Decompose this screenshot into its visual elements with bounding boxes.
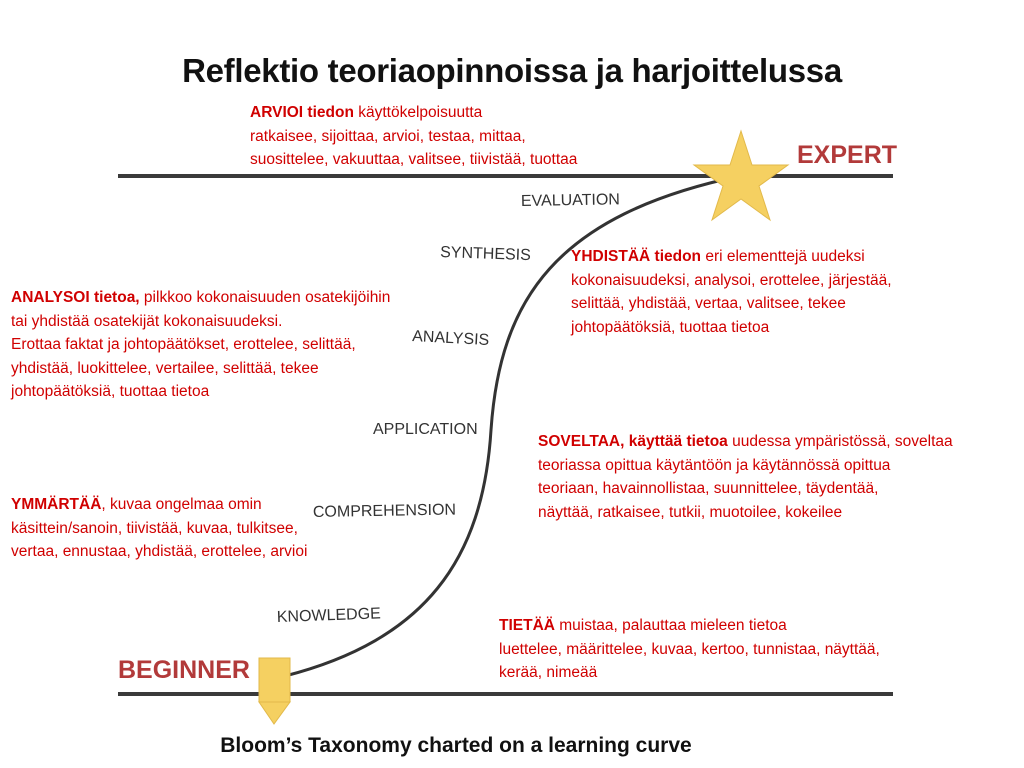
note-analysoi: ANALYSOI tietoa, pilkkoo kokonaisuuden o… — [11, 286, 390, 404]
note-analysoi-line: tai yhdistää osatekijät kokonaisuudeksi. — [11, 312, 283, 330]
note-soveltaa-line: teoriaan, havainnollistaa, suunnittelee,… — [538, 480, 879, 497]
stage-evaluation: EVALUATION — [521, 191, 620, 210]
note-ymmarta-rest: , kuvaa ongelmaa omin — [101, 496, 262, 513]
stage-comprehension: COMPREHENSION — [313, 502, 456, 521]
note-yhdista-line: kokonaisuudeksi, analysoi, erottelee, jä… — [571, 271, 892, 289]
stage-application: APPLICATION — [373, 421, 478, 438]
note-analysoi-head: ANALYSOI tietoa, — [11, 289, 140, 306]
note-soveltaa-head: SOVELTAA, käyttää tietoa — [538, 433, 728, 450]
note-arvioi-rest: käyttökelpoisuutta — [353, 104, 483, 121]
expert-label: EXPERT — [797, 141, 897, 169]
figure-caption: Bloom’s Taxonomy charted on a learning c… — [220, 734, 692, 757]
note-ymmarta-line: käsittein/sanoin, tiivistää, kuvaa, tulk… — [11, 519, 298, 537]
page-title: Reflektio teoriaopinnoissa ja harjoittel… — [182, 52, 842, 89]
note-analysoi-rest: pilkkoo kokonaisuuden osatekijöihin — [139, 289, 391, 306]
note-ymmarta-line: vertaa, ennustaa, yhdistää, erottelee, a… — [11, 543, 308, 560]
learning-curve — [284, 174, 741, 678]
note-analysoi-line: Erottaa faktat ja johtopäätökset, erotte… — [11, 336, 356, 353]
note-analysoi-line: yhdistää, luokittelee, vertailee, selitt… — [11, 359, 319, 377]
note-soveltaa-rest: uudessa ympäristössä, soveltaa — [727, 433, 953, 450]
star-icon — [692, 129, 790, 222]
note-yhdista-line: selittää, yhdistää, vertaa, valitsee, te… — [571, 295, 846, 312]
note-tietaa: TIETÄÄ muistaa, palauttaa mieleen tietoa… — [499, 614, 880, 685]
note-yhdista-line: johtopäätöksiä, tuottaa tietoa — [571, 318, 770, 336]
note-ymmarta-head: YMMÄRTÄÄ — [11, 496, 102, 513]
beginner-label: BEGINNER — [118, 656, 250, 684]
pencil-icon — [258, 657, 291, 725]
note-yhdista: YHDISTÄÄ tiedon eri elementtejä uudeksi … — [571, 245, 892, 339]
note-soveltaa-line: näyttää, ratkaisee, tutkii, muotoilee, k… — [538, 503, 843, 521]
note-tietaa-head: TIETÄÄ — [499, 617, 555, 634]
note-soveltaa: SOVELTAA, käyttää tietoa uudessa ympäris… — [538, 430, 953, 524]
note-yhdista-rest: eri elementtejä uudeksi — [701, 248, 865, 265]
note-tietaa-line: luettelee, määrittelee, kuvaa, kertoo, t… — [499, 640, 880, 658]
note-analysoi-line: johtopäätöksiä, tuottaa tietoa — [11, 383, 210, 400]
note-arvioi-line: suosittelee, vakuuttaa, valitsee, tiivis… — [250, 151, 578, 168]
stage-knowledge: KNOWLEDGE — [277, 605, 382, 626]
note-arvioi: ARVIOI tiedon käyttökelpoisuutta ratkais… — [250, 101, 577, 172]
note-arvioi-head: ARVIOI tiedon — [250, 104, 354, 121]
stage-synthesis: SYNTHESIS — [440, 244, 531, 264]
stage-analysis: ANALYSIS — [412, 328, 490, 349]
note-arvioi-line: ratkaisee, sijoittaa, arvioi, testaa, mi… — [250, 127, 526, 145]
note-soveltaa-line: teoriassa opittua käytäntöön ja käytännö… — [538, 456, 891, 474]
note-ymmarta: YMMÄRTÄÄ, kuvaa ongelmaa omin käsittein/… — [11, 493, 307, 564]
note-yhdista-head: YHDISTÄÄ tiedon — [571, 248, 702, 265]
note-tietaa-line: kerää, nimeää — [499, 664, 598, 681]
note-tietaa-rest: muistaa, palauttaa mieleen tietoa — [554, 617, 787, 634]
